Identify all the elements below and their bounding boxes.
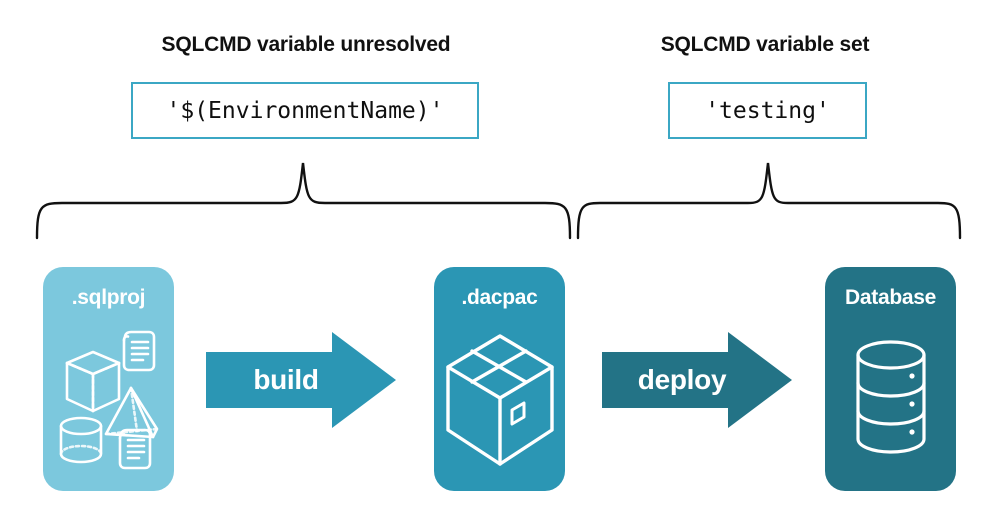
curly-brace-down-icon-left bbox=[35, 162, 572, 240]
project-contents-icon bbox=[43, 319, 174, 481]
code-value-box-unresolved: '$(EnvironmentName)' bbox=[131, 82, 479, 139]
package-box-icon bbox=[434, 319, 565, 481]
arrow-label-deploy: deploy bbox=[637, 364, 727, 395]
database-cylinder-icon bbox=[825, 319, 956, 481]
arrow-right-icon bbox=[602, 332, 792, 428]
artifact-label-sqlproj: .sqlproj bbox=[71, 286, 146, 309]
section-title-set: SQLCMD variable set bbox=[660, 33, 870, 56]
artifact-label-database: Database bbox=[845, 286, 936, 309]
artifact-label-dacpac: .dacpac bbox=[461, 286, 538, 309]
artifact-box-sqlproj[interactable]: .sqlproj bbox=[43, 267, 174, 491]
arrow-right-icon bbox=[206, 332, 396, 428]
arrow-deploy: deploy bbox=[602, 330, 792, 430]
artifact-box-database[interactable]: Database bbox=[825, 267, 956, 491]
arrow-label-build: build bbox=[253, 364, 319, 395]
artifact-box-dacpac[interactable]: .dacpac bbox=[434, 267, 565, 491]
section-title-unresolved: SQLCMD variable unresolved bbox=[161, 33, 451, 56]
arrow-build: build bbox=[206, 330, 396, 430]
code-value-box-set: 'testing' bbox=[668, 82, 867, 139]
curly-brace-down-icon-right bbox=[576, 162, 962, 240]
